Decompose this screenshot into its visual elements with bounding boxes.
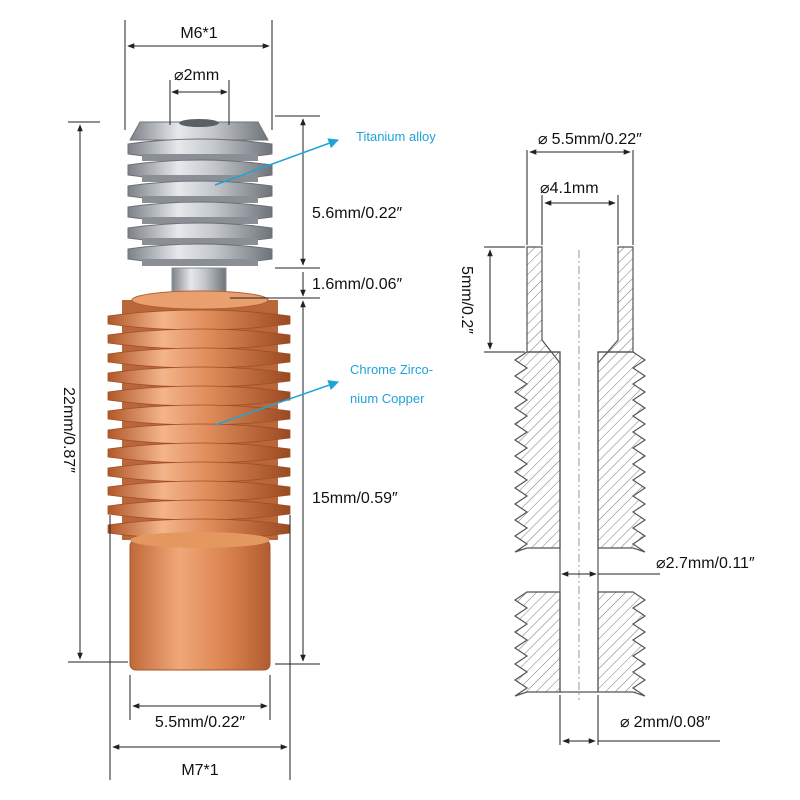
dim-m6: M6*1 (124, 20, 273, 130)
titanium-thread-root (142, 238, 258, 245)
gap-length-label: 1.6mm/0.06″ (312, 276, 402, 293)
bottom-diameter-label: 5.5mm/0.22″ (155, 714, 245, 731)
copper-label-line2: nium Copper (350, 391, 425, 406)
copper-top-face (131, 290, 269, 310)
copper-thread (107, 404, 291, 426)
callout-copper: Chrome Zirco- nium Copper (214, 362, 433, 426)
titanium-alloy-label: Titanium alloy (356, 129, 436, 144)
dim-m7: M7*1 (109, 515, 291, 780)
upper-length-label: 5.6mm/0.22″ (312, 205, 402, 222)
copper-thread (107, 442, 291, 464)
cross-section: ⌀5.5mm/0.22″ ⌀4.1mm 5mm/0.2″ ⌀2.7mm/0.11… (458, 131, 755, 745)
diameter-symbol: ⌀ (174, 67, 184, 84)
callout-titanium: Titanium alloy (214, 129, 436, 186)
dim-bore-diameter: ⌀2mm/0.08″ (559, 695, 720, 745)
dim-cup-depth: 5mm/0.2″ (458, 246, 525, 353)
copper-label-line1: Chrome Zirco- (350, 362, 433, 377)
titanium-thread-root (142, 217, 258, 224)
dim-total-length: 22mm/0.87″ (60, 121, 128, 663)
copper-section (107, 290, 291, 671)
copper-thread (107, 366, 291, 388)
titanium-thread-root (142, 259, 258, 266)
dim-throat-diameter: ⌀2.7mm/0.11″ (561, 555, 755, 577)
left-heatbreak: M6*1 ⌀2mm 22mm/0.87″ 5.6mm/0.22″ 1.6mm/0… (60, 20, 436, 780)
titanium-thread-root (142, 175, 258, 182)
throat-diameter-label: ⌀2.7mm/0.11″ (656, 555, 755, 572)
section-thread-wall (513, 351, 561, 553)
copper-thread (107, 461, 291, 483)
dim-outer-diameter: ⌀5.5mm/0.22″ (526, 131, 642, 245)
m6-thread-label: M6*1 (180, 25, 217, 42)
copper-thread (107, 385, 291, 407)
dim-lower-length: 15mm/0.59″ (275, 300, 398, 665)
bore-diameter-label: ⌀2mm/0.08″ (620, 714, 711, 731)
dim-gap-length: 1.6mm/0.06″ (230, 272, 402, 299)
section-thread-wall (597, 591, 647, 697)
m7-thread-label: M7*1 (181, 762, 218, 779)
dim-bottom-diameter: 5.5mm/0.22″ (129, 675, 271, 731)
inner-diameter-label: ⌀4.1mm (540, 180, 599, 197)
titanium-section (127, 119, 273, 299)
outer-diameter-label: ⌀5.5mm/0.22″ (538, 131, 642, 148)
cup-depth-label: 5mm/0.2″ (458, 266, 475, 334)
copper-thread (107, 328, 291, 350)
dim-upper-length: 5.6mm/0.22″ (275, 115, 402, 269)
dim-bore-2mm: ⌀2mm (169, 67, 230, 125)
copper-thread (107, 499, 291, 521)
copper-thread (107, 480, 291, 502)
section-thread-wall (513, 591, 561, 697)
lower-length-label: 15mm/0.59″ (312, 490, 398, 507)
bore-label: ⌀2mm (174, 67, 219, 84)
total-length-label: 22mm/0.87″ (60, 387, 77, 473)
titanium-thread-root (142, 196, 258, 203)
section-thread-wall (597, 351, 647, 553)
copper-thread (107, 309, 291, 331)
dim-inner-diameter: ⌀4.1mm (540, 180, 619, 245)
copper-thread (107, 347, 291, 369)
copper-thread (107, 423, 291, 445)
titanium-thread-root (142, 154, 258, 161)
